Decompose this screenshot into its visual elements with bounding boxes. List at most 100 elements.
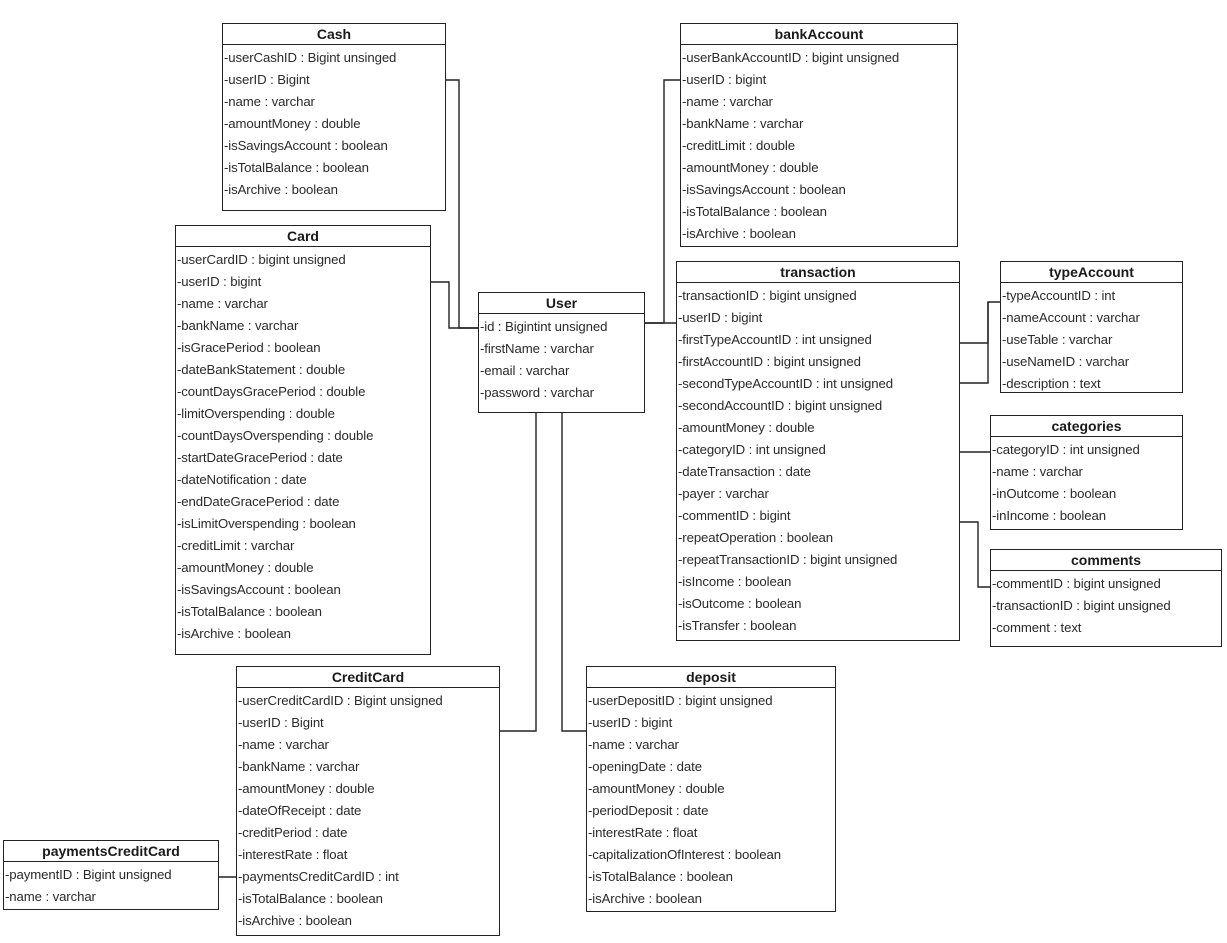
class-attribute: -dateNotification : date <box>177 472 307 487</box>
class-attribute: -userID : bigint <box>177 274 262 289</box>
relation-bankaccount-user <box>644 79 680 324</box>
class-attribute: -isTotalBalance : boolean <box>588 869 733 884</box>
class-user[interactable]: User -id : Bigintint unsigned-firstName … <box>478 292 645 413</box>
class-attribute: -dateBankStatement : double <box>177 362 346 377</box>
class-attribute: -password : varchar <box>480 385 594 400</box>
class-attribute: -secondAccountID : bigint unsigned <box>678 398 883 413</box>
class-bankaccount[interactable]: bankAccount -userBankAccountID : bigint … <box>680 23 958 247</box>
class-attribute: -name : varchar <box>682 94 773 109</box>
class-transaction[interactable]: transaction -transactionID : bigint unsi… <box>676 261 960 641</box>
class-card[interactable]: Card -userCardID : bigint unsigned -userI… <box>175 225 431 655</box>
class-attribute: -interestRate : float <box>238 847 348 862</box>
class-attribute: -payer : varchar <box>678 486 769 501</box>
class-attribute: -amountMoney : double <box>588 781 725 796</box>
class-attribute: -bankName : varchar <box>682 116 804 131</box>
class-attribute: -isArchive : boolean <box>588 891 702 906</box>
class-comments[interactable]: comments -commentID : bigint unsigned-tr… <box>990 549 1222 647</box>
class-attribute: -userCardID : bigint unsigned <box>177 252 346 267</box>
class-attribute: -userID : bigint <box>682 72 767 87</box>
class-attribute: -countDaysGracePeriod : double <box>177 384 366 399</box>
class-attribute: -dateTransaction : date <box>678 464 811 479</box>
attribute-list: -userDepositID : bigint unsigned-userID … <box>587 688 835 910</box>
attribute-list: -transactionID : bigint unsigned -userID … <box>677 283 959 637</box>
class-attribute: -capitalizationOfInterest : boolean <box>588 847 781 862</box>
class-attribute: -amountMoney : double <box>238 781 375 796</box>
class-attribute: -name : varchar <box>588 737 679 752</box>
relation-transaction-comments <box>960 521 990 588</box>
class-attribute: -isIncome : boolean <box>678 574 792 589</box>
class-paymentscreditcard[interactable]: paymentsCreditCard -paymentID : Bigint u… <box>3 840 219 910</box>
attribute-list: -typeAccountID : int -nameAccount : varch… <box>1001 283 1182 395</box>
class-title: User <box>479 293 644 314</box>
relation-creditcard-user <box>500 413 537 732</box>
class-attribute: -endDateGracePeriod : date <box>177 494 340 509</box>
class-title: Card <box>176 226 430 247</box>
class-attribute: -creditLimit : double <box>682 138 795 153</box>
class-attribute: -typeAccountID : int <box>1002 288 1116 303</box>
class-attribute: -name : varchar <box>224 94 315 109</box>
class-attribute: -userID : bigint <box>678 310 763 325</box>
class-attribute: -inOutcome : boolean <box>992 486 1117 501</box>
class-attribute: -userID : Bigint <box>224 72 310 87</box>
class-attribute: -description : text <box>1002 376 1101 391</box>
class-attribute: -useTable : varchar <box>1002 332 1113 347</box>
class-attribute: -startDateGracePeriod : date <box>177 450 343 465</box>
class-attribute: -transactionID : bigint unsigned <box>992 598 1171 613</box>
class-attribute: -nameAccount : varchar <box>1002 310 1140 325</box>
class-attribute: -amountMoney : double <box>682 160 819 175</box>
class-attribute: -isTotalBalance : boolean <box>238 891 383 906</box>
class-title: transaction <box>677 262 959 283</box>
class-attribute: -isArchive : boolean <box>177 626 291 641</box>
class-attribute: -dateOfReceipt : date <box>238 803 362 818</box>
class-attribute: -commentID : bigint unsigned <box>992 576 1161 591</box>
class-attribute: -isSavingsAccount : boolean <box>177 582 341 597</box>
class-attribute: -isArchive : boolean <box>682 226 796 241</box>
class-attribute: -useNameID : varchar <box>1002 354 1129 369</box>
class-attribute: -categoryID : int unsigned <box>678 442 826 457</box>
class-attribute: -isSavingsAccount : boolean <box>224 138 388 153</box>
class-attribute: -isSavingsAccount : boolean <box>682 182 846 197</box>
class-attribute: -userCreditCardID : Bigint unsigned <box>238 693 443 708</box>
class-title: categories <box>991 416 1182 437</box>
class-attribute: -amountMoney : double <box>678 420 815 435</box>
class-attribute: -countDaysOverspending : double <box>177 428 374 443</box>
class-attribute: -amountMoney : double <box>177 560 314 575</box>
class-title: paymentsCreditCard <box>4 841 218 862</box>
class-attribute: -isOutcome : boolean <box>678 596 802 611</box>
attribute-list: -userCreditCardID : Bigint unsigned -user… <box>237 688 499 932</box>
class-attribute: -amountMoney : double <box>224 116 361 131</box>
class-attribute: -secondTypeAccountID : int unsigned <box>678 376 893 391</box>
class-attribute: -limitOverspending : double <box>177 406 335 421</box>
attribute-list: -id : Bigintint unsigned-firstName : var… <box>479 314 644 404</box>
class-attribute: -userID : Bigint <box>238 715 324 730</box>
class-attribute: -isGracePeriod : boolean <box>177 340 321 355</box>
class-attribute: -bankName : varchar <box>238 759 360 774</box>
class-attribute: -email : varchar <box>480 363 570 378</box>
class-attribute: -isArchive : boolean <box>238 913 352 928</box>
class-deposit[interactable]: deposit -userDepositID : bigint unsigned… <box>586 666 836 912</box>
class-attribute: -repeatTransactionID : bigint unsigned <box>678 552 898 567</box>
class-attribute: -bankName : varchar <box>177 318 299 333</box>
class-attribute: -firstName : varchar <box>480 341 594 356</box>
class-attribute: -isLimitOverspending : boolean <box>177 516 356 531</box>
class-attribute: -firstTypeAccountID : int unsigned <box>678 332 872 347</box>
class-attribute: -transactionID : bigint unsigned <box>678 288 857 303</box>
relation-transaction-typeaccount-second <box>960 301 1000 384</box>
class-attribute: -isTransfer : boolean <box>678 618 797 633</box>
class-attribute: -commentID : bigint <box>678 508 791 523</box>
class-categories[interactable]: categories -categoryID : int unsigned-na… <box>990 415 1183 530</box>
class-attribute: -interestRate : float <box>588 825 698 840</box>
class-attribute: -creditPeriod : date <box>238 825 348 840</box>
class-attribute: -isTotalBalance : boolean <box>224 160 369 175</box>
class-typeaccount[interactable]: typeAccount -typeAccountID : int-nameAcc… <box>1000 261 1183 393</box>
class-attribute: -paymentsCreditCardID : int <box>238 869 399 884</box>
class-attribute: -name : varchar <box>5 889 96 904</box>
attribute-list: -paymentID : Bigint unsigned-name : varc… <box>4 862 218 908</box>
class-attribute: -name : varchar <box>238 737 329 752</box>
class-title: bankAccount <box>681 24 957 45</box>
class-cash[interactable]: Cash -userCashID : Bigint unsinged-userI… <box>222 23 446 211</box>
attribute-list: -commentID : bigint unsigned -transaction… <box>991 571 1221 639</box>
class-creditcard[interactable]: CreditCard -userCreditCardID : Bigint un… <box>236 666 500 936</box>
class-attribute: -isTotalBalance : boolean <box>682 204 827 219</box>
attribute-list: -userCashID : Bigint unsinged-userID : B… <box>223 45 445 201</box>
